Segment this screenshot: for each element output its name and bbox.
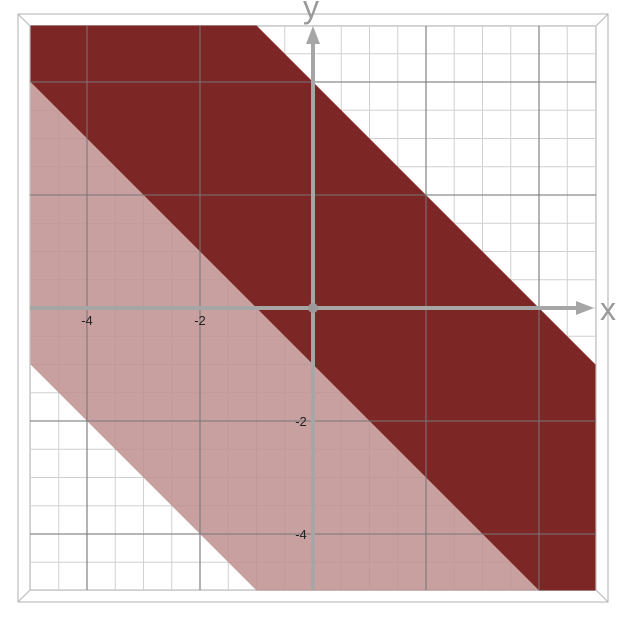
x-tick-label-neg4: -4 xyxy=(81,313,93,328)
x-tick-label-neg2: -2 xyxy=(194,313,206,328)
y-tick-label-neg4: -4 xyxy=(295,527,307,542)
frame-corner-br xyxy=(595,589,609,603)
y-tick-label-neg2: -2 xyxy=(295,414,307,429)
frame-corner-bl xyxy=(17,589,31,603)
y-axis-label: y xyxy=(303,0,319,25)
outer-frame xyxy=(17,13,609,603)
frame-corner-tl xyxy=(17,13,31,27)
origin-point[interactable] xyxy=(308,303,318,313)
axes xyxy=(30,26,594,590)
x-axis-arrow xyxy=(576,301,594,315)
frame-corner-tr xyxy=(595,13,609,27)
x-axis-label: x xyxy=(600,291,616,327)
y-axis-arrow xyxy=(306,26,320,44)
